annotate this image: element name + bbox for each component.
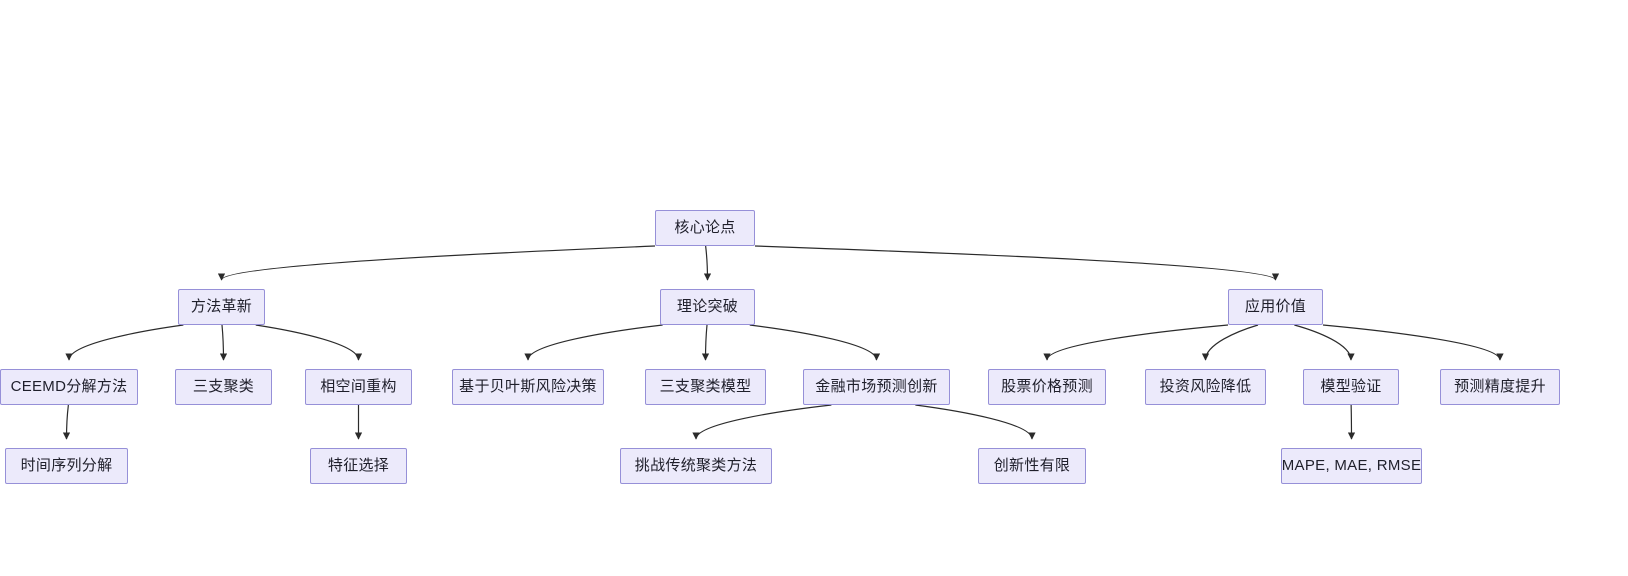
node-label: 三支聚类模型 <box>659 377 752 395</box>
node-root[interactable]: 核心论点 <box>655 210 755 246</box>
node-l2c1[interactable]: 股票价格预测 <box>988 369 1106 405</box>
edge-l1c-to-l2c3 <box>1294 324 1355 361</box>
edge-l1c-to-l2c2 <box>1201 324 1259 361</box>
edge-root-to-l1c <box>754 245 1279 281</box>
node-l2a3[interactable]: 相空间重构 <box>305 369 412 405</box>
node-l3a1[interactable]: 时间序列分解 <box>5 448 128 484</box>
node-label: CEEMD分解方法 <box>10 377 128 395</box>
node-label: 预测精度提升 <box>1454 377 1546 395</box>
node-label: 特征选择 <box>327 456 390 474</box>
node-label: 模型验证 <box>1320 377 1382 395</box>
node-l2c2[interactable]: 投资风险降低 <box>1145 369 1266 405</box>
node-label: 创新性有限 <box>993 456 1071 474</box>
node-l3b3b[interactable]: 创新性有限 <box>978 448 1086 484</box>
node-l1a[interactable]: 方法革新 <box>178 289 265 325</box>
node-label: 股票价格预测 <box>1001 377 1093 395</box>
node-label: 挑战传统聚类方法 <box>634 456 758 474</box>
node-label: 三支聚类 <box>192 377 255 395</box>
node-l2c3[interactable]: 模型验证 <box>1303 369 1399 405</box>
edge-root-to-l1a <box>218 245 656 281</box>
node-label: 核心论点 <box>674 218 736 236</box>
node-label: 基于贝叶斯风险决策 <box>459 377 597 395</box>
edge-l1a-to-l2a3 <box>255 324 363 361</box>
edge-l1c-to-l2c4 <box>1322 324 1504 361</box>
node-label: 时间序列分解 <box>20 456 113 474</box>
edge-l1c-to-l2c1 <box>1043 324 1229 361</box>
node-l1c[interactable]: 应用价值 <box>1228 289 1323 325</box>
edge-l2a1-to-l3a1 <box>62 404 71 440</box>
node-label: 方法革新 <box>190 297 253 315</box>
edge-l1b-to-l2b3 <box>749 324 881 361</box>
node-l3a3[interactable]: 特征选择 <box>310 448 407 484</box>
node-l3c3[interactable]: MAPE, MAE, RMSE <box>1281 448 1422 484</box>
edge-root-to-l1b <box>703 245 712 281</box>
node-l2a1[interactable]: CEEMD分解方法 <box>0 369 138 405</box>
edge-l1b-to-l2b1 <box>524 324 663 361</box>
node-label: 投资风险降低 <box>1159 377 1252 395</box>
node-l3b3a[interactable]: 挑战传统聚类方法 <box>620 448 772 484</box>
node-l2b1[interactable]: 基于贝叶斯风险决策 <box>452 369 604 405</box>
node-l2c4[interactable]: 预测精度提升 <box>1440 369 1560 405</box>
node-l2b2[interactable]: 三支聚类模型 <box>645 369 766 405</box>
edge-l1b-to-l2b2 <box>701 324 710 361</box>
edge-l1a-to-l2a1 <box>65 324 184 361</box>
node-label: 应用价值 <box>1244 297 1307 315</box>
node-l2a2[interactable]: 三支聚类 <box>175 369 272 405</box>
edge-l2b3-to-l3b3b <box>915 404 1036 440</box>
node-label: 相空间重构 <box>320 377 397 395</box>
edge-l2b3-to-l3b3a <box>692 404 832 440</box>
node-label: 理论突破 <box>676 297 739 315</box>
node-label: 金融市场预测创新 <box>815 377 938 395</box>
node-label: MAPE, MAE, RMSE <box>1281 456 1422 474</box>
node-l1b[interactable]: 理论突破 <box>660 289 755 325</box>
edge-l1a-to-l2a2 <box>219 324 228 361</box>
node-l2b3[interactable]: 金融市场预测创新 <box>803 369 950 405</box>
